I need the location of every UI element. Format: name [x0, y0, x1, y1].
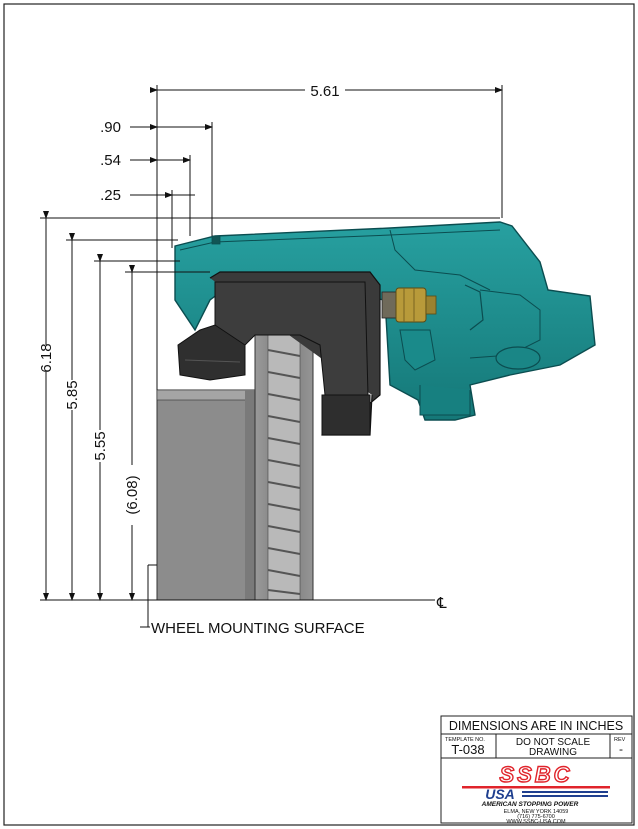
logo-tagline: AMERICAN STOPPING POWER — [481, 801, 579, 808]
rev-label: REV — [614, 737, 626, 743]
wheel-mounting-surface-label: WHEEL MOUNTING SURFACE — [151, 620, 365, 637]
rev-value: - — [619, 742, 623, 756]
scale-note-line1: DO NOT SCALE — [516, 737, 591, 748]
dim-offset-90: .90 — [100, 119, 121, 136]
pad-housing — [177, 271, 381, 436]
dim-overall-width: 5.61 — [310, 83, 339, 100]
dim-height-555: 5.55 — [92, 431, 109, 460]
bleeder-fitting — [381, 287, 437, 323]
centerline-symbol: ℄ — [436, 595, 447, 612]
ssbc-logo: SSBC USA — [462, 761, 610, 802]
dim-offset-54: .54 — [100, 152, 121, 169]
hub-body — [156, 389, 256, 601]
sheet-border — [3, 3, 635, 826]
rotor — [254, 334, 314, 601]
company-website: WWW.SSBC-USA.COM — [506, 819, 566, 825]
dim-offset-25: .25 — [100, 187, 121, 204]
svg-text:USA: USA — [485, 786, 515, 802]
dim-height-585: 5.85 — [64, 380, 81, 409]
template-number: T-038 — [451, 742, 484, 757]
title-block-header: DIMENSIONS ARE IN INCHES — [449, 719, 623, 733]
scale-note-line2: DRAWING — [529, 747, 577, 758]
dimension-lines — [40, 85, 503, 628]
template-label: TEMPLATE NO. — [445, 737, 485, 743]
company-address: ELMA, NEW YORK 14059 — [504, 809, 569, 815]
svg-text:SSBC: SSBC — [499, 762, 572, 787]
title-block: DIMENSIONS ARE IN INCHES TEMPLATE NO. T-… — [440, 715, 633, 825]
dim-height-618: 6.18 — [38, 343, 55, 372]
brake-assembly-drawing — [156, 221, 596, 601]
company-phone: (716) 775-6700 — [517, 814, 555, 820]
dim-height-608: (6.08) — [124, 475, 141, 514]
